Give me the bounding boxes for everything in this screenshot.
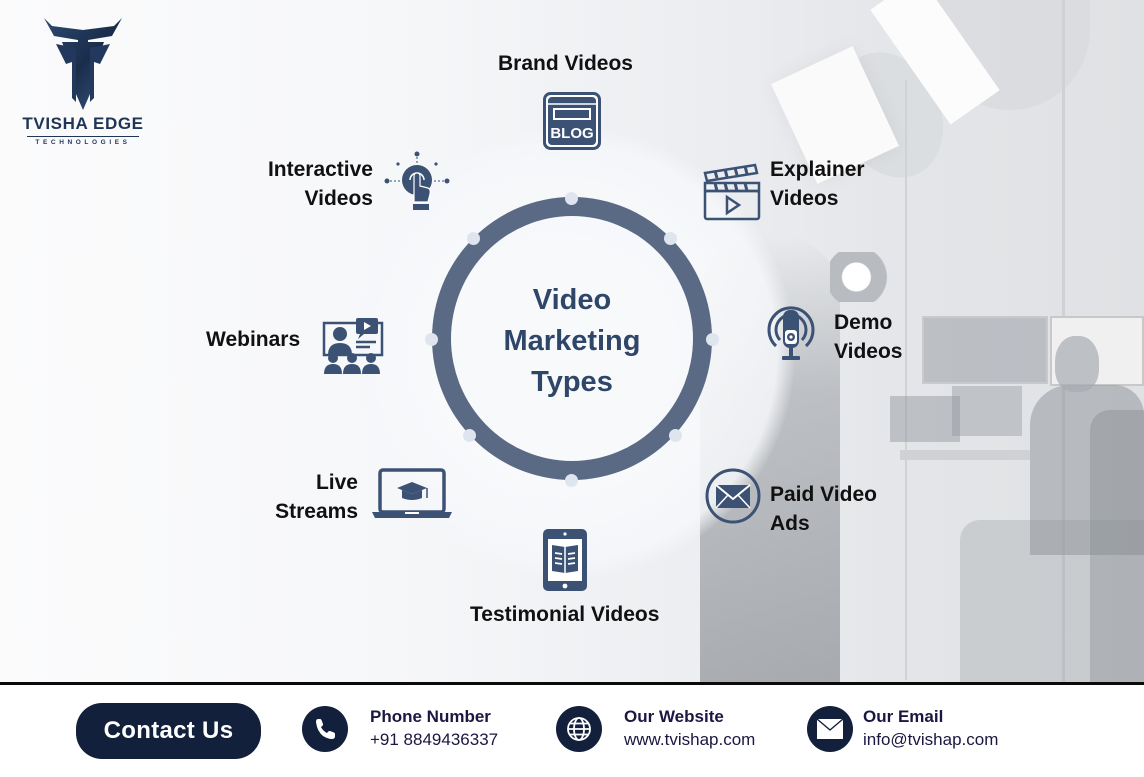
center-title-line: Marketing xyxy=(503,325,641,357)
touch-hand-icon xyxy=(384,150,450,214)
item-label-line: Streams xyxy=(275,500,358,523)
item-explainer-videos-label: Explainer Videos xyxy=(770,155,865,213)
item-label-line: Paid Video xyxy=(770,483,877,506)
email-title: Our Email xyxy=(863,707,944,726)
item-label-line: Ads xyxy=(770,512,810,535)
infographic-canvas: TVISHA EDGE TECHNOLOGIES Video Marketing… xyxy=(0,0,1144,682)
ring-node xyxy=(463,429,476,442)
email-link[interactable]: info@tvishap.com xyxy=(863,730,999,749)
mail-icon xyxy=(807,706,853,752)
podcast-microphone-icon xyxy=(762,300,820,364)
globe-icon xyxy=(556,706,602,752)
ring-node xyxy=(706,333,719,346)
item-brand-videos-label: Brand Videos xyxy=(498,49,633,78)
background-light-stand xyxy=(905,80,907,680)
item-label-line: Explainer xyxy=(770,158,865,181)
contact-us-button[interactable]: Contact Us xyxy=(76,703,261,759)
item-label-line: Videos xyxy=(834,340,903,363)
item-testimonial-videos-label: Testimonial Videos xyxy=(470,600,659,629)
brand-divider xyxy=(27,136,139,137)
tvisha-emblem-icon xyxy=(44,18,122,110)
center-title: Video Marketing Types xyxy=(452,280,692,403)
background-person xyxy=(1055,336,1099,392)
background-person xyxy=(1030,385,1144,555)
ring-node xyxy=(425,333,438,346)
envelope-circle-icon xyxy=(704,467,762,525)
ring-node xyxy=(669,429,682,442)
website-title: Our Website xyxy=(624,707,724,726)
brand-name: TVISHA EDGE xyxy=(22,114,144,133)
item-demo-videos-label: Demo Videos xyxy=(834,308,902,366)
footer-website[interactable]: Our Website www.tvishap.com xyxy=(556,705,755,753)
brand-logo: TVISHA EDGE TECHNOLOGIES xyxy=(10,14,156,150)
item-label-line: Interactive xyxy=(267,158,373,181)
laptop-graduation-cap-icon xyxy=(371,468,453,520)
center-title-line: Video xyxy=(532,284,612,316)
item-live-streams-label: Live Streams xyxy=(272,468,358,526)
item-label-line: Demo xyxy=(834,311,893,334)
item-webinars-label: Webinars xyxy=(206,325,300,354)
svg-text:BLOG: BLOG xyxy=(550,125,593,142)
item-label-line: Videos xyxy=(770,187,839,210)
tablet-book-icon xyxy=(541,527,589,593)
background-monitor xyxy=(952,386,1022,436)
background-chair xyxy=(1090,410,1144,682)
item-label-line: Testimonial Videos xyxy=(470,603,660,626)
website-link[interactable]: www.tvishap.com xyxy=(624,730,756,749)
phone-value[interactable]: +91 8849436337 xyxy=(370,730,499,749)
ring-node xyxy=(565,474,578,487)
footer: Contact Us Phone Number +91 8849436337 xyxy=(0,685,1144,777)
brand-tagline: TECHNOLOGIES xyxy=(35,139,131,146)
item-paid-video-ads-label: Paid Video Ads xyxy=(770,480,877,538)
item-label-line: Brand Videos xyxy=(498,52,633,75)
item-label-line: Videos xyxy=(304,187,373,210)
background-monitor xyxy=(922,316,1048,384)
footer-divider xyxy=(0,682,1144,685)
background-monitor xyxy=(890,396,960,442)
background-spotlight xyxy=(830,252,896,302)
ring-node xyxy=(664,232,677,245)
clapperboard-play-icon xyxy=(703,163,761,221)
phone-icon xyxy=(302,706,348,752)
footer-phone[interactable]: Phone Number +91 8849436337 xyxy=(302,705,498,753)
webinar-presenter-icon xyxy=(318,317,386,375)
ring-node xyxy=(467,232,480,245)
blog-browser-icon: BLOG xyxy=(543,92,601,150)
center-title-line: Types xyxy=(531,366,613,398)
footer-email[interactable]: Our Email info@tvishap.com xyxy=(807,705,998,753)
item-interactive-videos-label: Interactive Videos xyxy=(257,155,373,213)
ring-node xyxy=(565,192,578,205)
background-desk xyxy=(900,450,1030,460)
item-label-line: Live xyxy=(315,471,358,494)
item-label-line: Webinars xyxy=(206,328,301,351)
phone-title: Phone Number xyxy=(370,707,491,726)
